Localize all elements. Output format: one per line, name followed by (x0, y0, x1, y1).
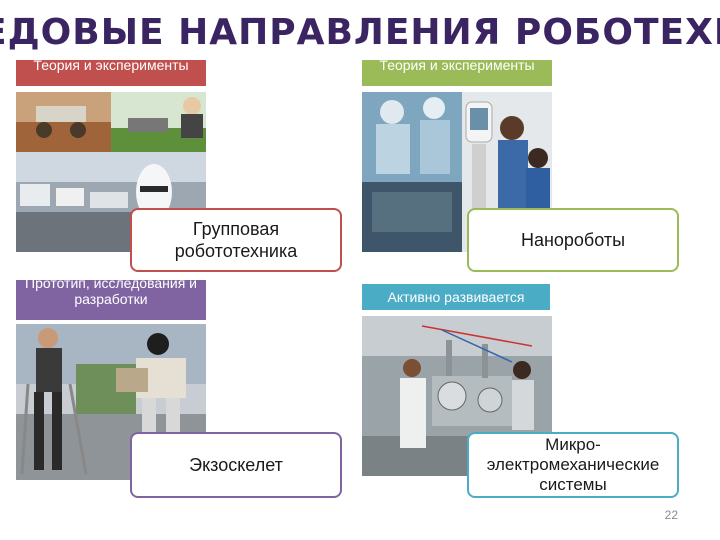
card-exoskeleton: Экзоскелет (130, 432, 342, 498)
stage-tag-label: Теория и эксперименты (379, 60, 535, 73)
card-label: Нанороботы (520, 230, 626, 250)
stage-tag-swarm: Теория и эксперименты (16, 60, 206, 86)
card-nanorobots: Нанороботы (467, 208, 679, 272)
slide-title: ЕДОВЫЕ НАПРАВЛЕНИЯ РОБОТЕХН (0, 12, 720, 53)
card-label: Групповая робототехника (174, 219, 298, 261)
page-number: 22 (664, 508, 678, 522)
card-label: Микро-электромеханические системы (486, 435, 660, 494)
swarm-robots-photo (16, 92, 206, 252)
card-mems: Микро-электромеханические системы (467, 432, 679, 498)
stage-tag-mems: Активно развивается (362, 284, 550, 310)
card-label: Экзоскелет (189, 455, 283, 475)
card-swarm-robotics: Групповая робототехника (130, 208, 342, 272)
stage-tag-nanorobots: Теория и эксперименты (362, 60, 552, 86)
stage-tag-exoskeleton: Прототип, исследования и разработки (16, 280, 206, 320)
stage-tag-label: Теория и эксперименты (33, 60, 189, 73)
stage-tag-label: Прототип, исследования и разработки (25, 280, 197, 307)
stage-tag-label: Активно развивается (387, 289, 525, 305)
